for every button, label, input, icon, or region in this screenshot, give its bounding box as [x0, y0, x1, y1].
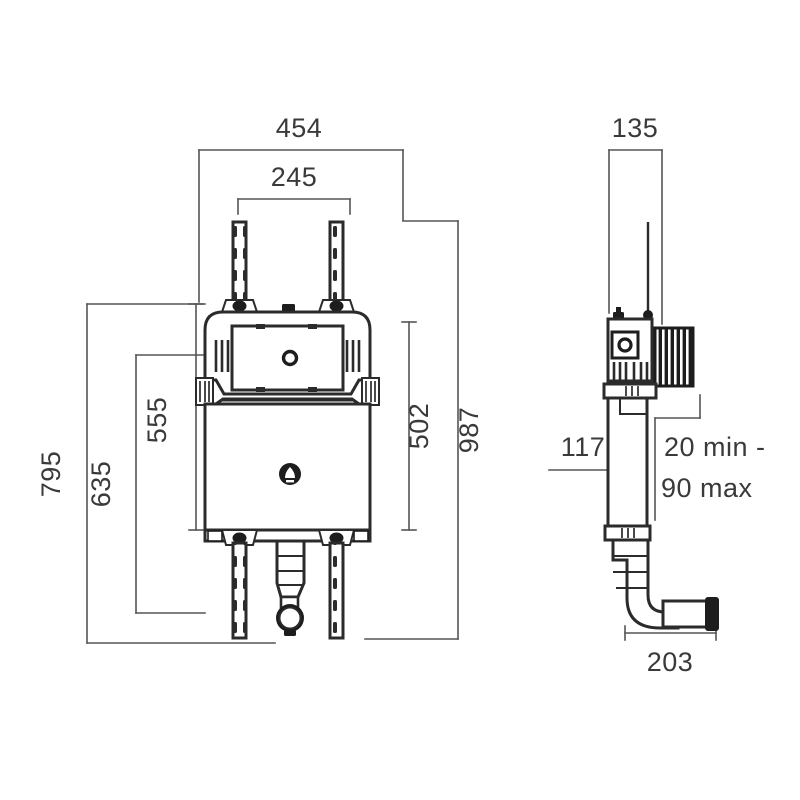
shoulder-vent-fins	[214, 340, 361, 372]
access-panel-hole-icon	[281, 349, 299, 367]
dim-label-502: 502	[404, 403, 434, 450]
outlet-pipe-rings	[277, 555, 304, 586]
dimension-labels-group: 454 245 987 502 795 635 555 135 117 20 m…	[36, 113, 766, 677]
dim-635-bracket	[135, 354, 206, 614]
dim-502-bracket	[401, 321, 417, 531]
outlet-pipe	[275, 539, 306, 599]
side-view	[602, 222, 719, 631]
rail-foot-bolts	[232, 300, 344, 312]
dim-label-987: 987	[454, 407, 484, 454]
side-vent-fins	[612, 362, 649, 382]
dim-label-245: 245	[271, 162, 318, 192]
dim-label-555: 555	[142, 397, 172, 444]
lower-rail-bolts	[232, 532, 344, 544]
outlet-elbow-rings	[613, 555, 648, 589]
upper-mounting-rail-right	[328, 220, 345, 312]
dim-label-795: 795	[36, 451, 66, 498]
side-top-knob	[613, 307, 624, 319]
side-access-hole-icon	[617, 337, 633, 353]
dim-label-454: 454	[276, 113, 323, 143]
outlet-flange	[276, 604, 304, 636]
flush-pipe-connector	[653, 326, 695, 388]
outlet-spigot-seal	[705, 597, 719, 631]
lower-mounting-rail-right	[328, 541, 345, 640]
dim-555-bracket	[188, 303, 204, 531]
dim-label-135: 135	[612, 113, 659, 143]
dim-245-bracket	[237, 198, 351, 215]
side-bracket-hatch	[625, 386, 639, 396]
access-panel-clips	[256, 324, 317, 392]
bracket-end-hatch	[199, 381, 376, 402]
dim-label-203: 203	[647, 647, 694, 677]
dim-795-bracket	[86, 303, 276, 644]
upper-mounting-rail-left	[231, 220, 248, 312]
dim-label-adjust-line1: 20 min -	[664, 432, 766, 462]
dim-label-adjust-line2: 90 max	[661, 473, 753, 503]
dimension-lines-group	[86, 149, 717, 644]
dim-135-bracket	[608, 149, 663, 325]
dim-label-117: 117	[561, 432, 606, 462]
dim-987-bracket	[364, 220, 459, 640]
side-tank-inner-line	[619, 398, 647, 415]
side-bracket-band	[602, 382, 658, 400]
dim-20-90-bracket	[654, 394, 701, 521]
base-corner-blocks	[207, 530, 369, 542]
dim-label-635: 635	[86, 461, 116, 508]
lower-mounting-rail-left	[231, 541, 248, 640]
front-view	[195, 220, 380, 640]
dim-454-bracket	[198, 149, 404, 303]
side-tank-body	[606, 396, 649, 528]
side-base-hatch	[621, 528, 635, 538]
flush-valve-icon	[279, 463, 301, 485]
